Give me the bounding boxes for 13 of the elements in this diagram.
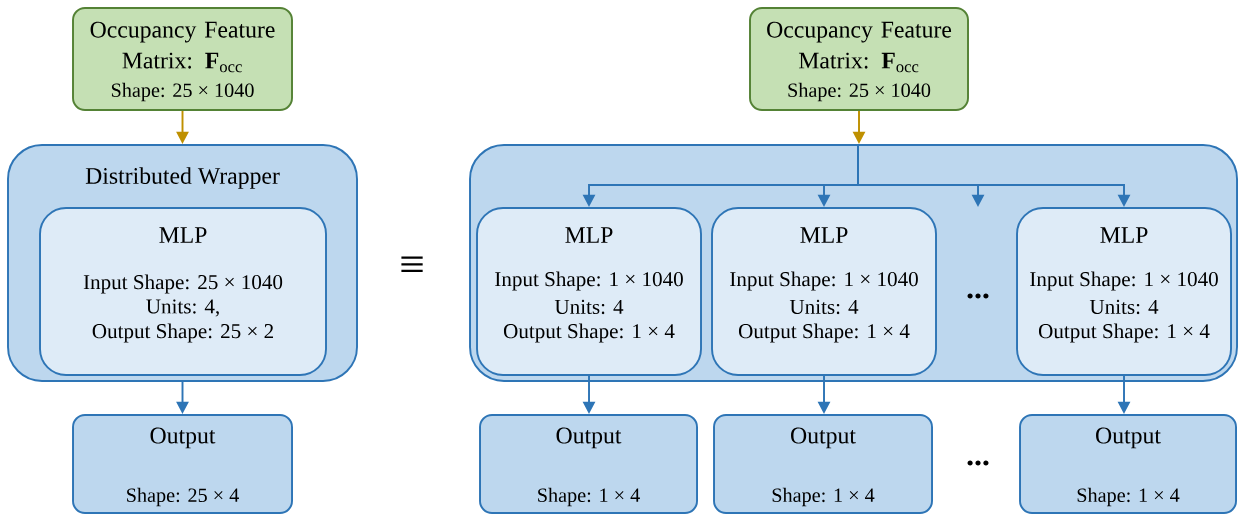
mlp-box: MLP Input Shape: 1 × 1040 Units: 4 Output Shape: 1 × 4	[476, 207, 702, 376]
input-box: Occupancy Feature Matrix: F$_{occ}$ Shape: 25 × 1040	[749, 7, 969, 111]
output-box: Output Shape: 1 × 4	[479, 414, 698, 514]
ellipsis: ...	[967, 293, 989, 299]
ellipsis: ...	[967, 460, 989, 466]
mlp-box: MLP Input Shape: 1 × 1040 Units: 4 Output Shape: 1 × 4	[711, 207, 937, 376]
output-box: Output Shape: 1 × 4	[1019, 414, 1237, 514]
input-box: Occupancy Feature Matrix: F$_{occ}$ Shape: 25 × 1040	[72, 7, 293, 111]
equivalence-sign: ≡	[401, 256, 423, 272]
mlp-box: MLP Input Shape: 1 × 1040 Units: 4 Output Shape: 1 × 4	[1016, 207, 1232, 376]
output-box: Output Shape: 1 × 4	[713, 414, 933, 514]
output-box: Output Shape: 25 × 4	[72, 414, 293, 514]
mlp-box: MLP Input Shape: 25 × 1040 Units: 4, Output Shape: 25 × 2	[39, 207, 327, 376]
